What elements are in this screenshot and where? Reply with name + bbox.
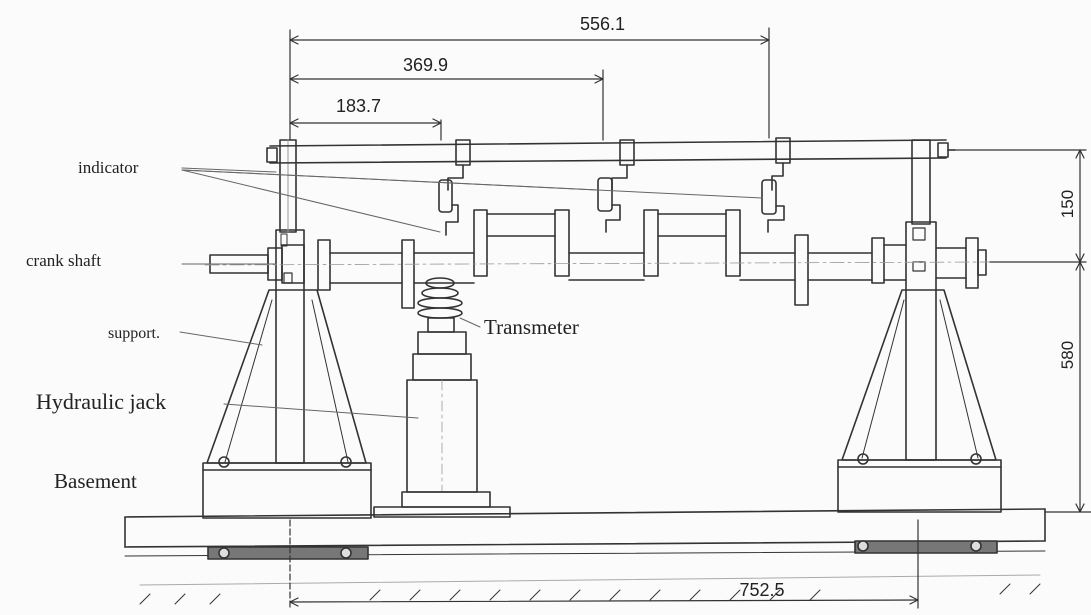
label-hydraulic-jack: Hydraulic jack xyxy=(36,389,166,414)
crankshaft xyxy=(204,209,991,309)
label-transmeter: Transmeter xyxy=(484,315,579,339)
label-crankshaft: crank shaft xyxy=(26,251,101,270)
ground-hatching xyxy=(139,574,1041,605)
dimension-lines xyxy=(289,27,1091,611)
leader-lines xyxy=(179,167,763,419)
indicator-gauge-3 xyxy=(761,137,791,233)
dimension-bottom-752: 752.5 xyxy=(739,580,784,600)
label-indicator: indicator xyxy=(78,158,139,177)
dimension-top-183: 183.7 xyxy=(336,96,381,116)
left-support xyxy=(202,139,372,560)
indicator-gauge-1 xyxy=(438,139,471,236)
label-support: support. xyxy=(108,325,160,342)
label-basement: Basement xyxy=(54,469,137,493)
hydraulic-jack xyxy=(373,331,511,518)
dimension-top-556: 556.1 xyxy=(580,14,625,34)
dimension-right-150: 150 xyxy=(1058,190,1077,218)
dimension-right-580: 580 xyxy=(1058,341,1077,369)
indicator-gauge-2 xyxy=(597,139,635,233)
transmeter xyxy=(417,277,463,333)
indicator-bar xyxy=(266,139,956,164)
right-support xyxy=(837,139,1002,554)
dimension-top-369: 369.9 xyxy=(403,55,448,75)
